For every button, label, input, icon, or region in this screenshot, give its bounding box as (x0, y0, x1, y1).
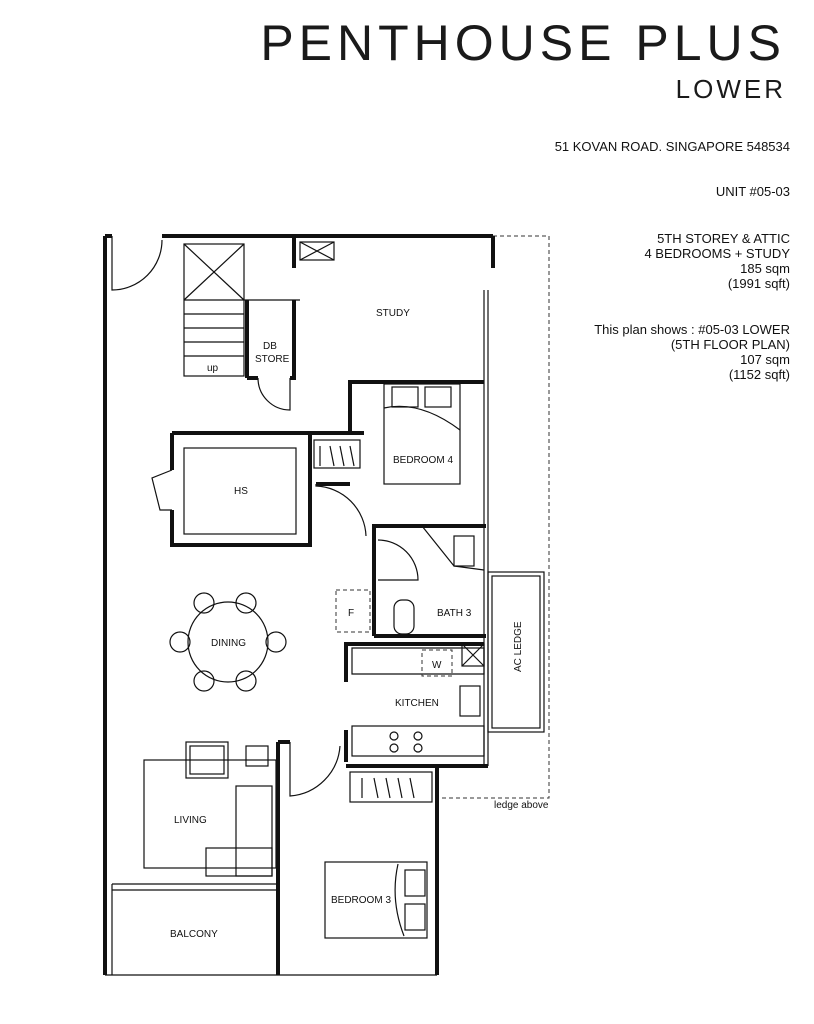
info-line: 4 BEDROOMS + STUDY (644, 246, 790, 261)
living-area: LIVING (143, 741, 277, 877)
db-label: DB (263, 341, 277, 352)
bath-3: BATH 3 (372, 524, 486, 638)
household-shelter: HS (151, 431, 312, 547)
info-line: (5TH FLOOR PLAN) (670, 337, 790, 352)
plan-summary: This plan shows : #05-03 LOWER (5TH FLOO… (594, 322, 790, 382)
bedroom-4: BEDROOM 4 (310, 380, 484, 485)
entrance-door (111, 236, 163, 291)
address: 51 KOVAN ROAD. SINGAPORE 548534 (554, 139, 790, 154)
bedroom3-label: BEDROOM 3 (331, 895, 391, 906)
up-label: up (207, 363, 219, 374)
ac-ledge-inner (491, 575, 541, 729)
ac-ledge (487, 571, 545, 733)
bath3-label: BATH 3 (437, 608, 472, 619)
washer-label: W (432, 660, 442, 671)
ledge-above-label: ledge above (494, 800, 549, 811)
info-line: 5TH STOREY & ATTIC (657, 231, 790, 246)
unit-number: UNIT #05-03 (715, 184, 790, 199)
bedroom4-label: BEDROOM 4 (393, 455, 453, 466)
hs-label: HS (234, 486, 248, 497)
db-store: DB STORE (245, 236, 335, 411)
balcony: BALCONY (111, 883, 278, 975)
info-line: This plan shows : #05-03 LOWER (594, 322, 790, 337)
bedroom4-door (315, 484, 367, 537)
staircase: up (183, 243, 300, 377)
balcony-label: BALCONY (170, 929, 218, 940)
dining-label: DINING (211, 638, 246, 649)
living-label: LIVING (174, 815, 207, 826)
info-line: (1991 sqft) (727, 276, 790, 291)
ac-ledge-label: AC LEDGE (513, 621, 524, 672)
kitchen: KITCHEN W (344, 642, 485, 762)
kitchen-label: KITCHEN (395, 698, 439, 709)
bedroom-3: BEDROOM 3 (276, 740, 437, 975)
plan-subtitle: LOWER (675, 74, 786, 104)
info-line: (1152 sqft) (728, 367, 790, 382)
info-line: 185 sqm (740, 261, 790, 276)
fridge-label: F (348, 608, 354, 619)
ledge-outline (437, 235, 550, 799)
store-label: STORE (255, 354, 290, 365)
dining-table: DINING (169, 592, 287, 692)
plan-title: PENTHOUSE PLUS (260, 15, 786, 71)
info-line: 107 sqm (740, 352, 790, 367)
fridge (335, 589, 371, 633)
study-label: STUDY (376, 308, 410, 319)
unit-summary: 5TH STOREY & ATTIC 4 BEDROOMS + STUDY 18… (644, 231, 790, 291)
outer-walls (103, 234, 495, 976)
